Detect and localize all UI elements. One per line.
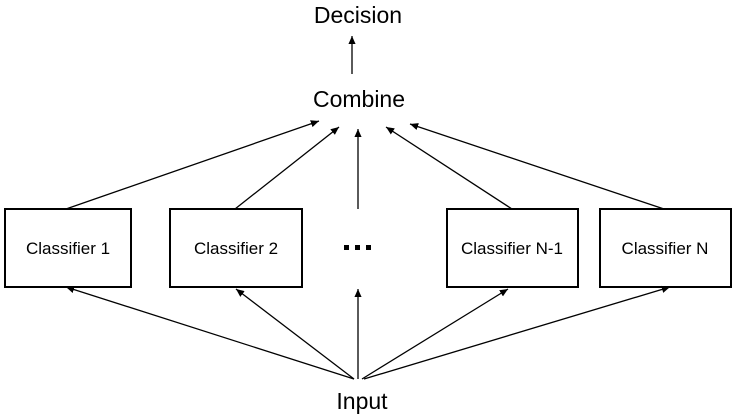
- ellipsis-dots: [344, 245, 371, 250]
- input-to-classifier-n-1-arrow: [361, 288, 509, 380]
- input-to-classifier-1-arrow: [65, 286, 355, 380]
- classifier-label: Classifier N: [622, 239, 709, 258]
- classifier-2-to-combine-arrow: [234, 126, 340, 210]
- decision-label: Decision: [314, 2, 402, 28]
- input-label: Input: [336, 388, 388, 414]
- classifier-box-1: Classifier 1: [4, 208, 132, 288]
- classifier-n-1-to-combine-arrow: [385, 126, 513, 210]
- classifier-box-2: Classifier 2: [169, 208, 303, 288]
- classifier-label: Classifier 1: [26, 239, 110, 258]
- input-to-classifier-n-arrow: [363, 285, 671, 380]
- classifier-1-to-combine-arrow: [65, 120, 320, 210]
- classifier-box-n: Classifier N: [599, 208, 732, 288]
- input-to-classifier-2-arrow: [235, 288, 355, 380]
- classifier-label: Classifier N-1: [461, 239, 563, 258]
- classifier-label: Classifier 2: [194, 239, 278, 258]
- combine-label: Combine: [313, 86, 405, 112]
- classifier-n-to-combine-arrow: [409, 123, 665, 210]
- classifier-box-n-1: Classifier N-1: [446, 208, 579, 288]
